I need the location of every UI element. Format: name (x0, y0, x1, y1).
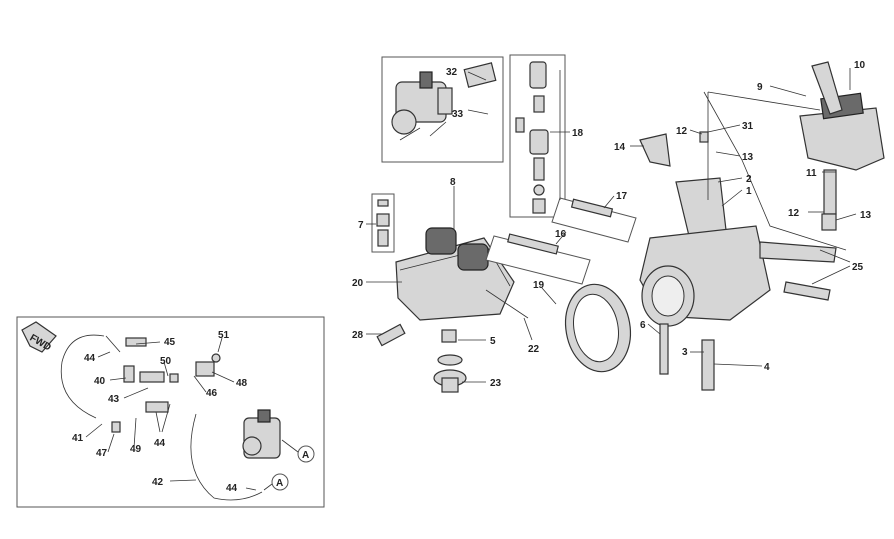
callout-2: 2 (746, 174, 752, 185)
callout-40: 40 (94, 376, 106, 387)
callout-51: 51 (218, 330, 230, 341)
callout-15: 13 (742, 152, 754, 163)
float-bowl-illustration (395, 227, 529, 321)
callout-44c: 44 (226, 483, 238, 494)
leader-lines (85, 68, 857, 491)
callout-47: 47 (96, 448, 108, 459)
callout-14: 12 (676, 126, 688, 137)
callout-9: 9 (757, 82, 763, 93)
callout-49: 49 (130, 444, 142, 455)
callout-1: 1 (746, 186, 752, 197)
needle-jet-parts-17 (551, 197, 637, 243)
callout-41: 41 (72, 433, 84, 444)
callout-13: 13 (860, 210, 872, 221)
needle-jet-parts-18 (485, 233, 591, 285)
callout-19: 18 (572, 128, 584, 139)
callout-labels: 32 33 18 8 7 20 28 5 23 22 19 17 16 14 1… (72, 60, 872, 494)
svg-text:A: A (276, 478, 283, 489)
svg-text:A: A (302, 450, 309, 461)
callout-46: 46 (206, 388, 218, 399)
callout-44a: 44 (84, 353, 96, 364)
fwd-arrow: FWD (21, 321, 57, 353)
callout-12: 12 (788, 208, 800, 219)
callout-33: 33 (452, 109, 464, 120)
callout-3: 3 (682, 347, 688, 358)
callout-6: 6 (640, 320, 646, 331)
throttle-housing-illustration (799, 61, 885, 231)
callout-11: 11 (806, 168, 817, 179)
callout-22: 20 (352, 278, 364, 289)
inset-carburetor-illustration (391, 62, 497, 141)
inset-fuel-line-box (16, 316, 325, 508)
callout-42: 42 (152, 477, 164, 488)
callout-4: 4 (764, 362, 770, 373)
fuel-hose-illustration: A A (60, 334, 315, 501)
callout-31: 31 (742, 121, 754, 132)
callout-17: 17 (616, 191, 628, 202)
callout-44b: 44 (154, 438, 166, 449)
callout-32: 32 (446, 67, 458, 78)
callout-5: 5 (490, 336, 496, 347)
callout-23: 22 (528, 344, 540, 355)
callout-48: 48 (236, 378, 248, 389)
filter-ring-illustration (564, 283, 632, 373)
callout-28: 25 (852, 262, 864, 273)
callout-20: 19 (533, 280, 545, 291)
callout-7: 7 (358, 220, 364, 231)
callout-18: 16 (555, 229, 567, 240)
callout-10: 10 (854, 60, 866, 71)
small-carburetor-illustration (242, 409, 281, 459)
callout-50: 50 (160, 356, 172, 367)
slide-parts-illustration (515, 61, 549, 214)
callout-8: 8 (450, 177, 456, 188)
callout-25: 23 (490, 378, 502, 389)
callout-45: 45 (164, 337, 176, 348)
callout-43: 43 (108, 394, 120, 405)
carburetor-body-illustration (639, 177, 837, 391)
bracket-illustration (639, 133, 671, 167)
callout-29: 28 (352, 330, 364, 341)
callout-16: 14 (614, 142, 626, 153)
